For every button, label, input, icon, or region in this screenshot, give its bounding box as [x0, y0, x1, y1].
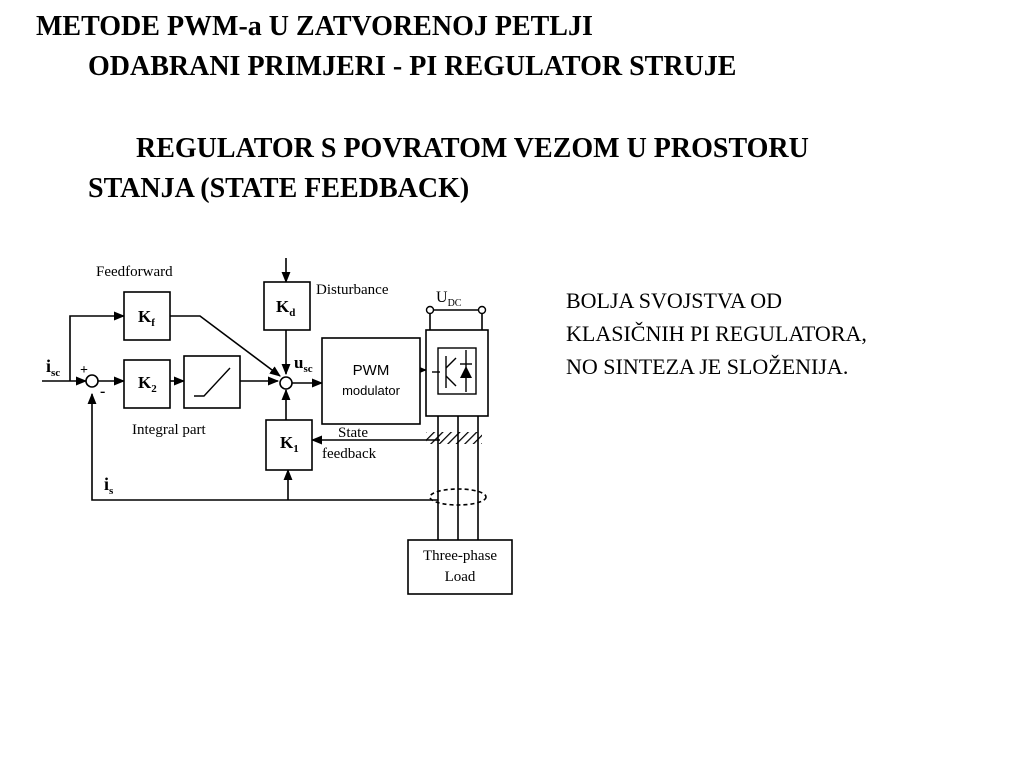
minus-sign: -: [100, 383, 105, 400]
integrator-ramp-icon: [194, 367, 231, 397]
current-sensor: [429, 488, 487, 506]
three-phase-load-block: [407, 539, 513, 595]
note-text: BOLJA SVOJSTVA OD KLASIČNIH PI REGULATOR…: [566, 284, 867, 383]
kf-to-sum2-line: [170, 315, 281, 377]
pwm-label: PWM: [353, 362, 390, 379]
note-line-3: NO SINTEZA JE SLOŽENIJA.: [566, 354, 849, 379]
usc-label: usc: [294, 353, 313, 375]
note-line-2: KLASIČNIH PI REGULATORA,: [566, 321, 867, 346]
k2-label: K2: [138, 373, 157, 395]
summing-junction-2: [279, 376, 293, 390]
title-line-1: METODE PWM-a U ZATVORENOJ PETLJI: [36, 11, 593, 42]
isc-label: isc: [46, 356, 60, 379]
subtitle-line-2: STANJA (STATE FEEDBACK): [88, 173, 470, 204]
is-feedback-loop: [87, 392, 438, 501]
k2-block: [123, 359, 171, 409]
kd-block: [263, 281, 311, 331]
note-line-1: BOLJA SVOJSTVA OD: [566, 288, 782, 313]
udc-label: UDC: [436, 289, 462, 309]
inverter-switch-frame: [437, 347, 477, 395]
pwm-modulator-block: [321, 337, 421, 425]
integral-part-label: Integral part: [132, 422, 207, 438]
switch-icon: [445, 356, 457, 388]
inverter-block: [425, 329, 489, 417]
modulator-label: modulator: [342, 383, 400, 398]
feedforward-label: Feedforward: [96, 264, 173, 280]
kd-label: Kd: [276, 297, 295, 319]
kf-label: Kf: [138, 307, 155, 329]
integrator-block: [183, 355, 241, 409]
title-line-2: ODABRANI PRIMJERI - PI REGULATOR STRUJE: [88, 51, 737, 82]
subtitle-line-1: REGULATOR S POVRATOM VEZOM U PROSTORU: [136, 133, 809, 164]
k1-block: [265, 419, 313, 471]
k1-label: K1: [280, 433, 299, 455]
diode-icon: [460, 350, 472, 392]
plus-sign: +: [80, 363, 88, 378]
dc-terminal-right: [477, 305, 487, 315]
hatched-sensor-band: [426, 432, 482, 444]
is-label: is: [104, 474, 114, 497]
load-label-1: Three-phase: [423, 548, 497, 564]
load-label-2: Load: [445, 569, 476, 585]
feedback-label: feedback: [322, 446, 377, 462]
dc-terminal-left: [425, 305, 435, 315]
kf-block: [123, 291, 171, 341]
disturbance-label: Disturbance: [316, 282, 389, 298]
feedforward-path: [69, 311, 126, 381]
summing-junction-1: [85, 374, 99, 388]
state-label: State: [338, 425, 368, 441]
